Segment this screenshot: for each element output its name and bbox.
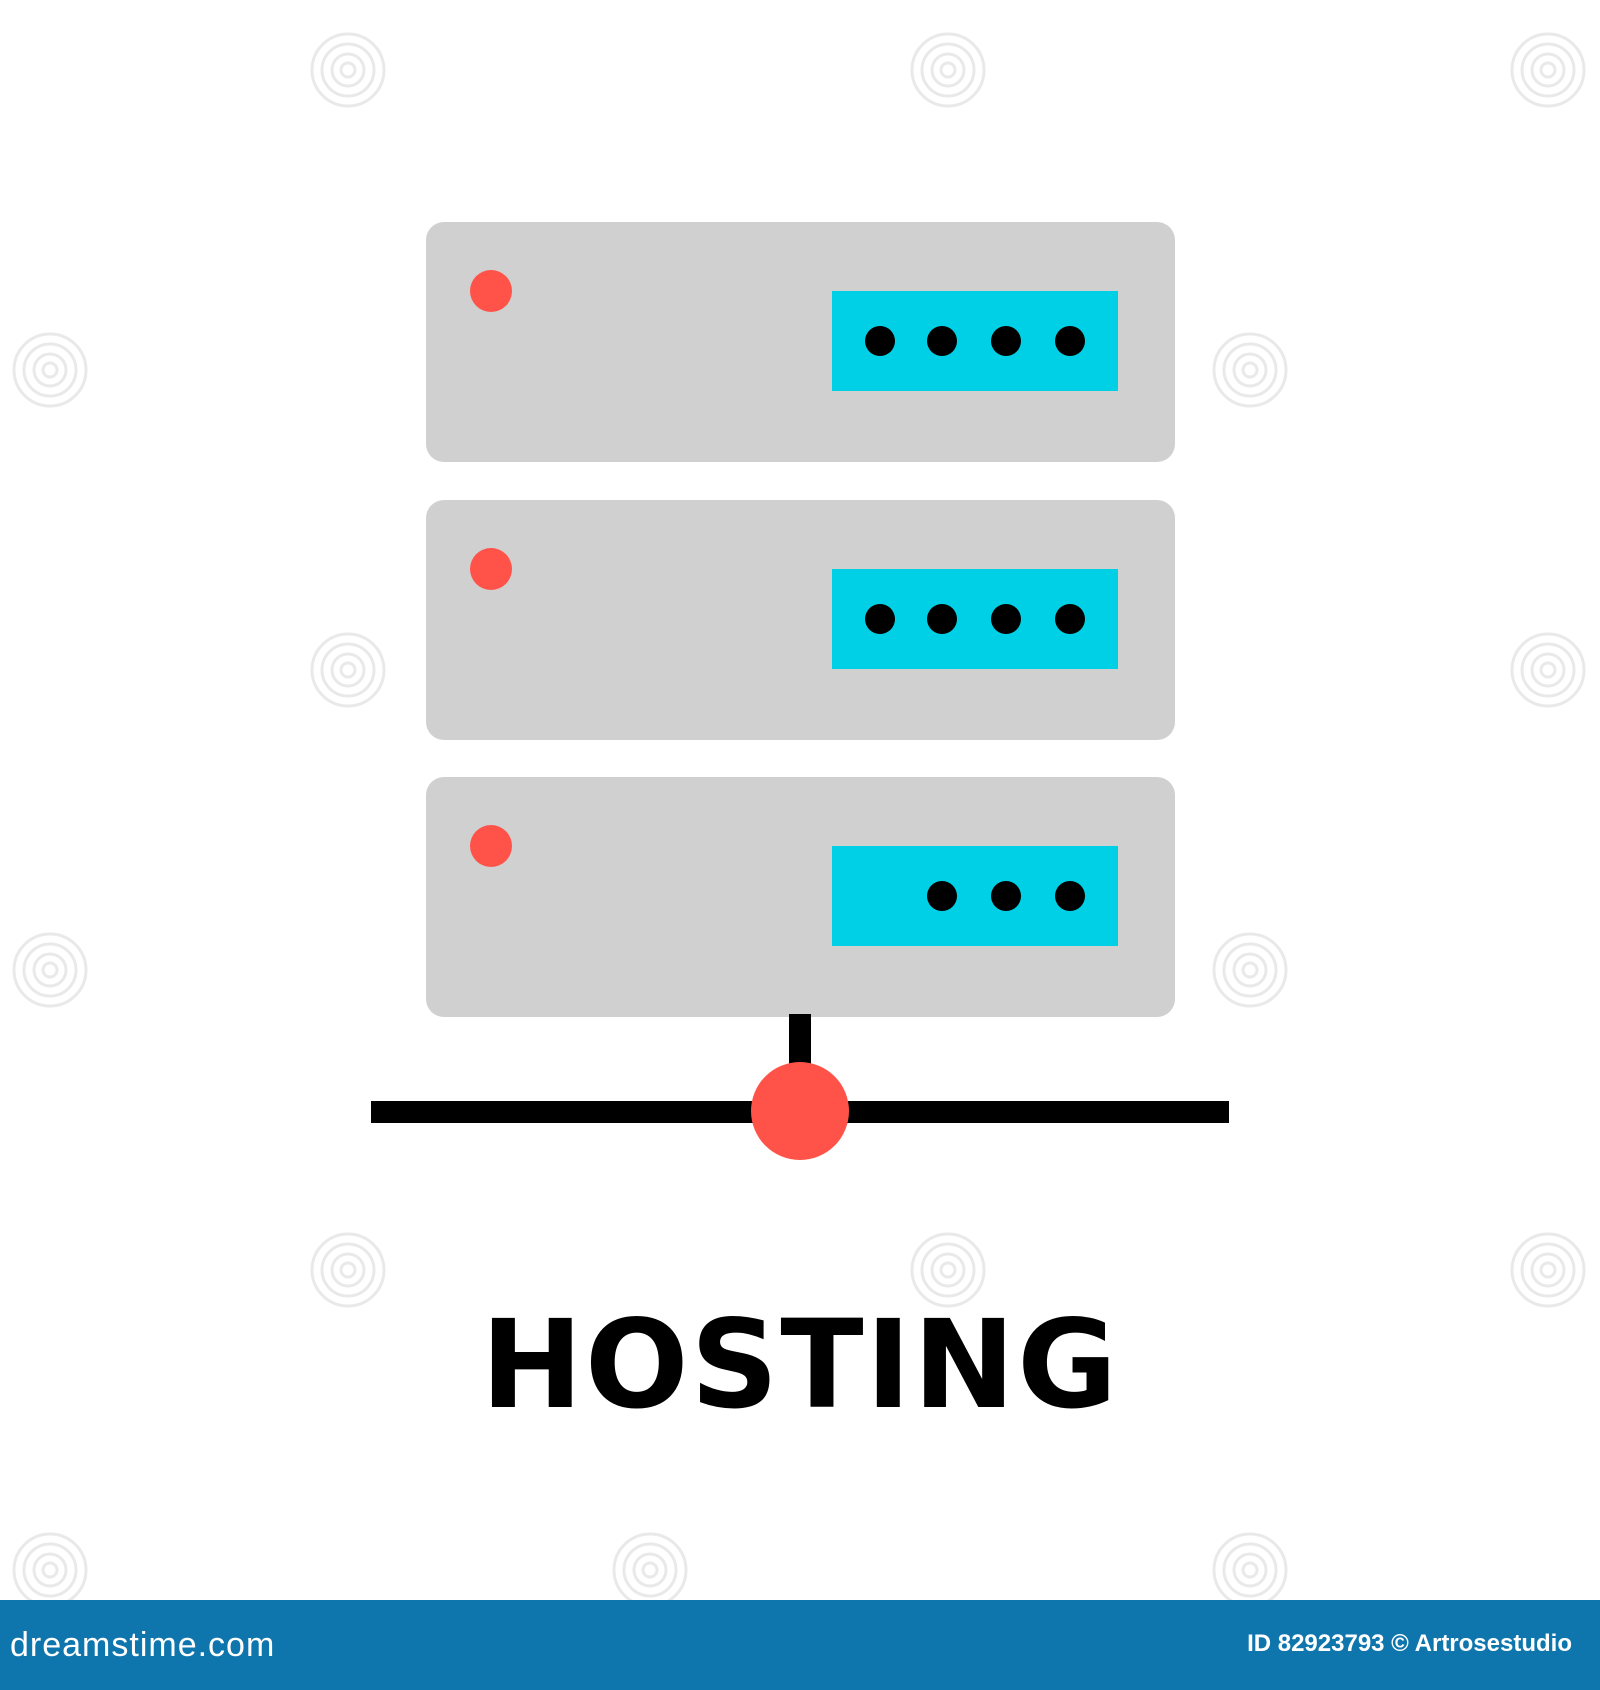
watermark-spiral-icon	[1212, 1532, 1288, 1600]
indicator-dot	[1055, 604, 1085, 634]
server-body	[426, 777, 1175, 1017]
network-node	[751, 1062, 849, 1160]
watermark-spiral-icon	[1510, 632, 1586, 708]
indicator-dot	[865, 604, 895, 634]
watermark-spiral-icon	[1510, 32, 1586, 108]
watermark-spiral-icon	[12, 1532, 88, 1600]
server-body	[426, 500, 1175, 740]
hosting-title: HOSTING	[480, 1294, 1120, 1436]
watermark-spiral-icon	[612, 1532, 688, 1600]
indicator-dot	[991, 326, 1021, 356]
status-led-icon	[470, 825, 512, 867]
indicator-dot	[1055, 326, 1085, 356]
server-unit	[426, 222, 1175, 462]
indicator-dot	[927, 326, 957, 356]
watermark-spiral-icon	[910, 1232, 986, 1308]
watermark-spiral-icon	[910, 32, 986, 108]
indicator-dot	[1055, 881, 1085, 911]
watermark-spiral-icon	[1510, 1232, 1586, 1308]
indicator-dot	[991, 881, 1021, 911]
watermark-spiral-icon	[12, 332, 88, 408]
server-hosting-illustration	[12, 32, 1586, 1600]
server-stack-icon	[426, 222, 1175, 1017]
watermark-spiral-icon	[1212, 332, 1288, 408]
watermark-spiral-icon	[310, 32, 386, 108]
server-unit	[426, 777, 1175, 1017]
watermark-spiral-icon	[310, 632, 386, 708]
indicator-dot	[865, 326, 895, 356]
footer-bar: dreamstime.com ID 82923793 © Artrosestud…	[0, 1600, 1600, 1690]
indicator-dot	[991, 604, 1021, 634]
indicator-dot	[927, 604, 957, 634]
indicator-dot	[927, 881, 957, 911]
status-led-icon	[470, 548, 512, 590]
network-connector-icon	[371, 1014, 1229, 1160]
watermark-spiral-icon	[12, 932, 88, 1008]
footer-brand: dreamstime.com	[10, 1626, 276, 1664]
status-led-icon	[470, 270, 512, 312]
server-body	[426, 222, 1175, 462]
server-unit	[426, 500, 1175, 740]
watermark-spiral-icon	[1212, 932, 1288, 1008]
watermark-spiral-icon	[310, 1232, 386, 1308]
footer-credit: ID 82923793 © Artrosestudio	[1247, 1630, 1572, 1657]
